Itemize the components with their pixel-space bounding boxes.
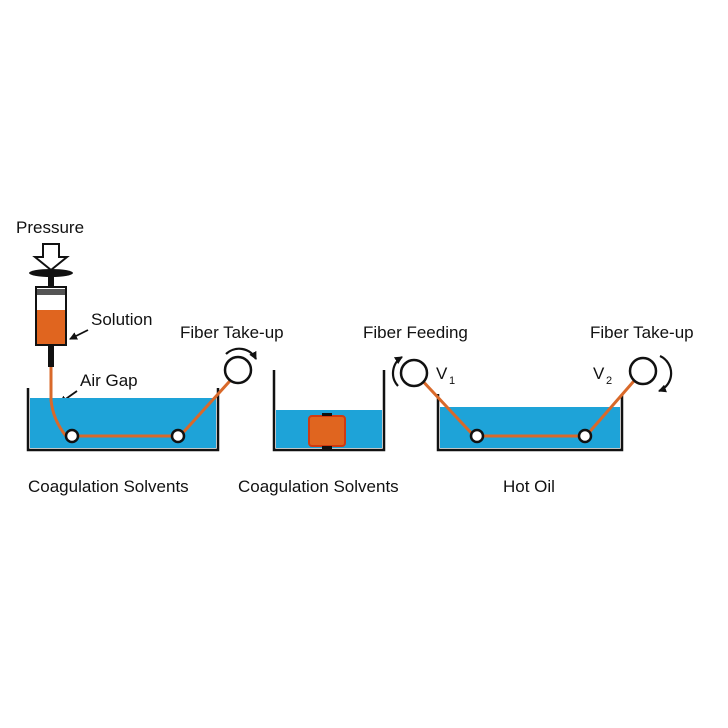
fiber-bundle-clip-bottom bbox=[322, 446, 332, 449]
fiber-take-up-label-2: Fiber Take-up bbox=[590, 323, 694, 342]
bath-2-caption: Coagulation Solvents bbox=[238, 477, 399, 496]
fiber-bundle-clip-top bbox=[322, 413, 332, 416]
bath-1-liquid bbox=[30, 398, 216, 448]
syringe-nozzle bbox=[48, 345, 54, 367]
feeding-roller bbox=[399, 358, 429, 388]
solution-fill bbox=[37, 310, 65, 344]
fiber-feeding-label: Fiber Feeding bbox=[363, 323, 468, 342]
pressure-label: Pressure bbox=[16, 218, 84, 237]
solution-label: Solution bbox=[91, 310, 152, 329]
bath-1-container bbox=[26, 388, 220, 452]
syringe bbox=[29, 243, 73, 367]
bath-2-container bbox=[272, 370, 386, 452]
take-up-roller-2 bbox=[628, 356, 658, 386]
pressure-arrow-icon bbox=[32, 243, 70, 272]
plunger-cap bbox=[29, 269, 73, 277]
bath-3-container bbox=[436, 394, 624, 452]
bath-1-caption: Coagulation Solvents bbox=[28, 477, 189, 496]
bath-3-caption: Hot Oil bbox=[503, 477, 555, 496]
plunger-head bbox=[37, 289, 65, 295]
v1-subscript: 1 bbox=[449, 375, 455, 387]
rotation-arrow-icon bbox=[658, 354, 673, 393]
fiber-strand-3 bbox=[416, 373, 642, 438]
fiber-take-up-label-1: Fiber Take-up bbox=[180, 323, 284, 342]
fiber-bundle bbox=[308, 415, 346, 447]
guide-roller-1b bbox=[170, 428, 186, 444]
rotation-arrow-icon bbox=[391, 356, 403, 387]
v2-subscript: 2 bbox=[606, 375, 612, 387]
air-gap-label: Air Gap bbox=[80, 371, 138, 390]
solution-pointer-arrow bbox=[69, 329, 89, 340]
hot-oil-bath bbox=[436, 394, 624, 452]
v2-label: V bbox=[593, 364, 605, 383]
v1-label: V bbox=[436, 364, 448, 383]
guide-roller-3b bbox=[577, 428, 593, 444]
coagulation-bath-1 bbox=[26, 388, 220, 452]
plunger-rod bbox=[48, 274, 54, 290]
guide-roller-1a bbox=[64, 428, 80, 444]
take-up-roller-1 bbox=[223, 355, 253, 385]
coagulation-bath-2 bbox=[272, 370, 386, 452]
rotation-arrow-icon bbox=[225, 347, 257, 360]
guide-roller-3a bbox=[469, 428, 485, 444]
